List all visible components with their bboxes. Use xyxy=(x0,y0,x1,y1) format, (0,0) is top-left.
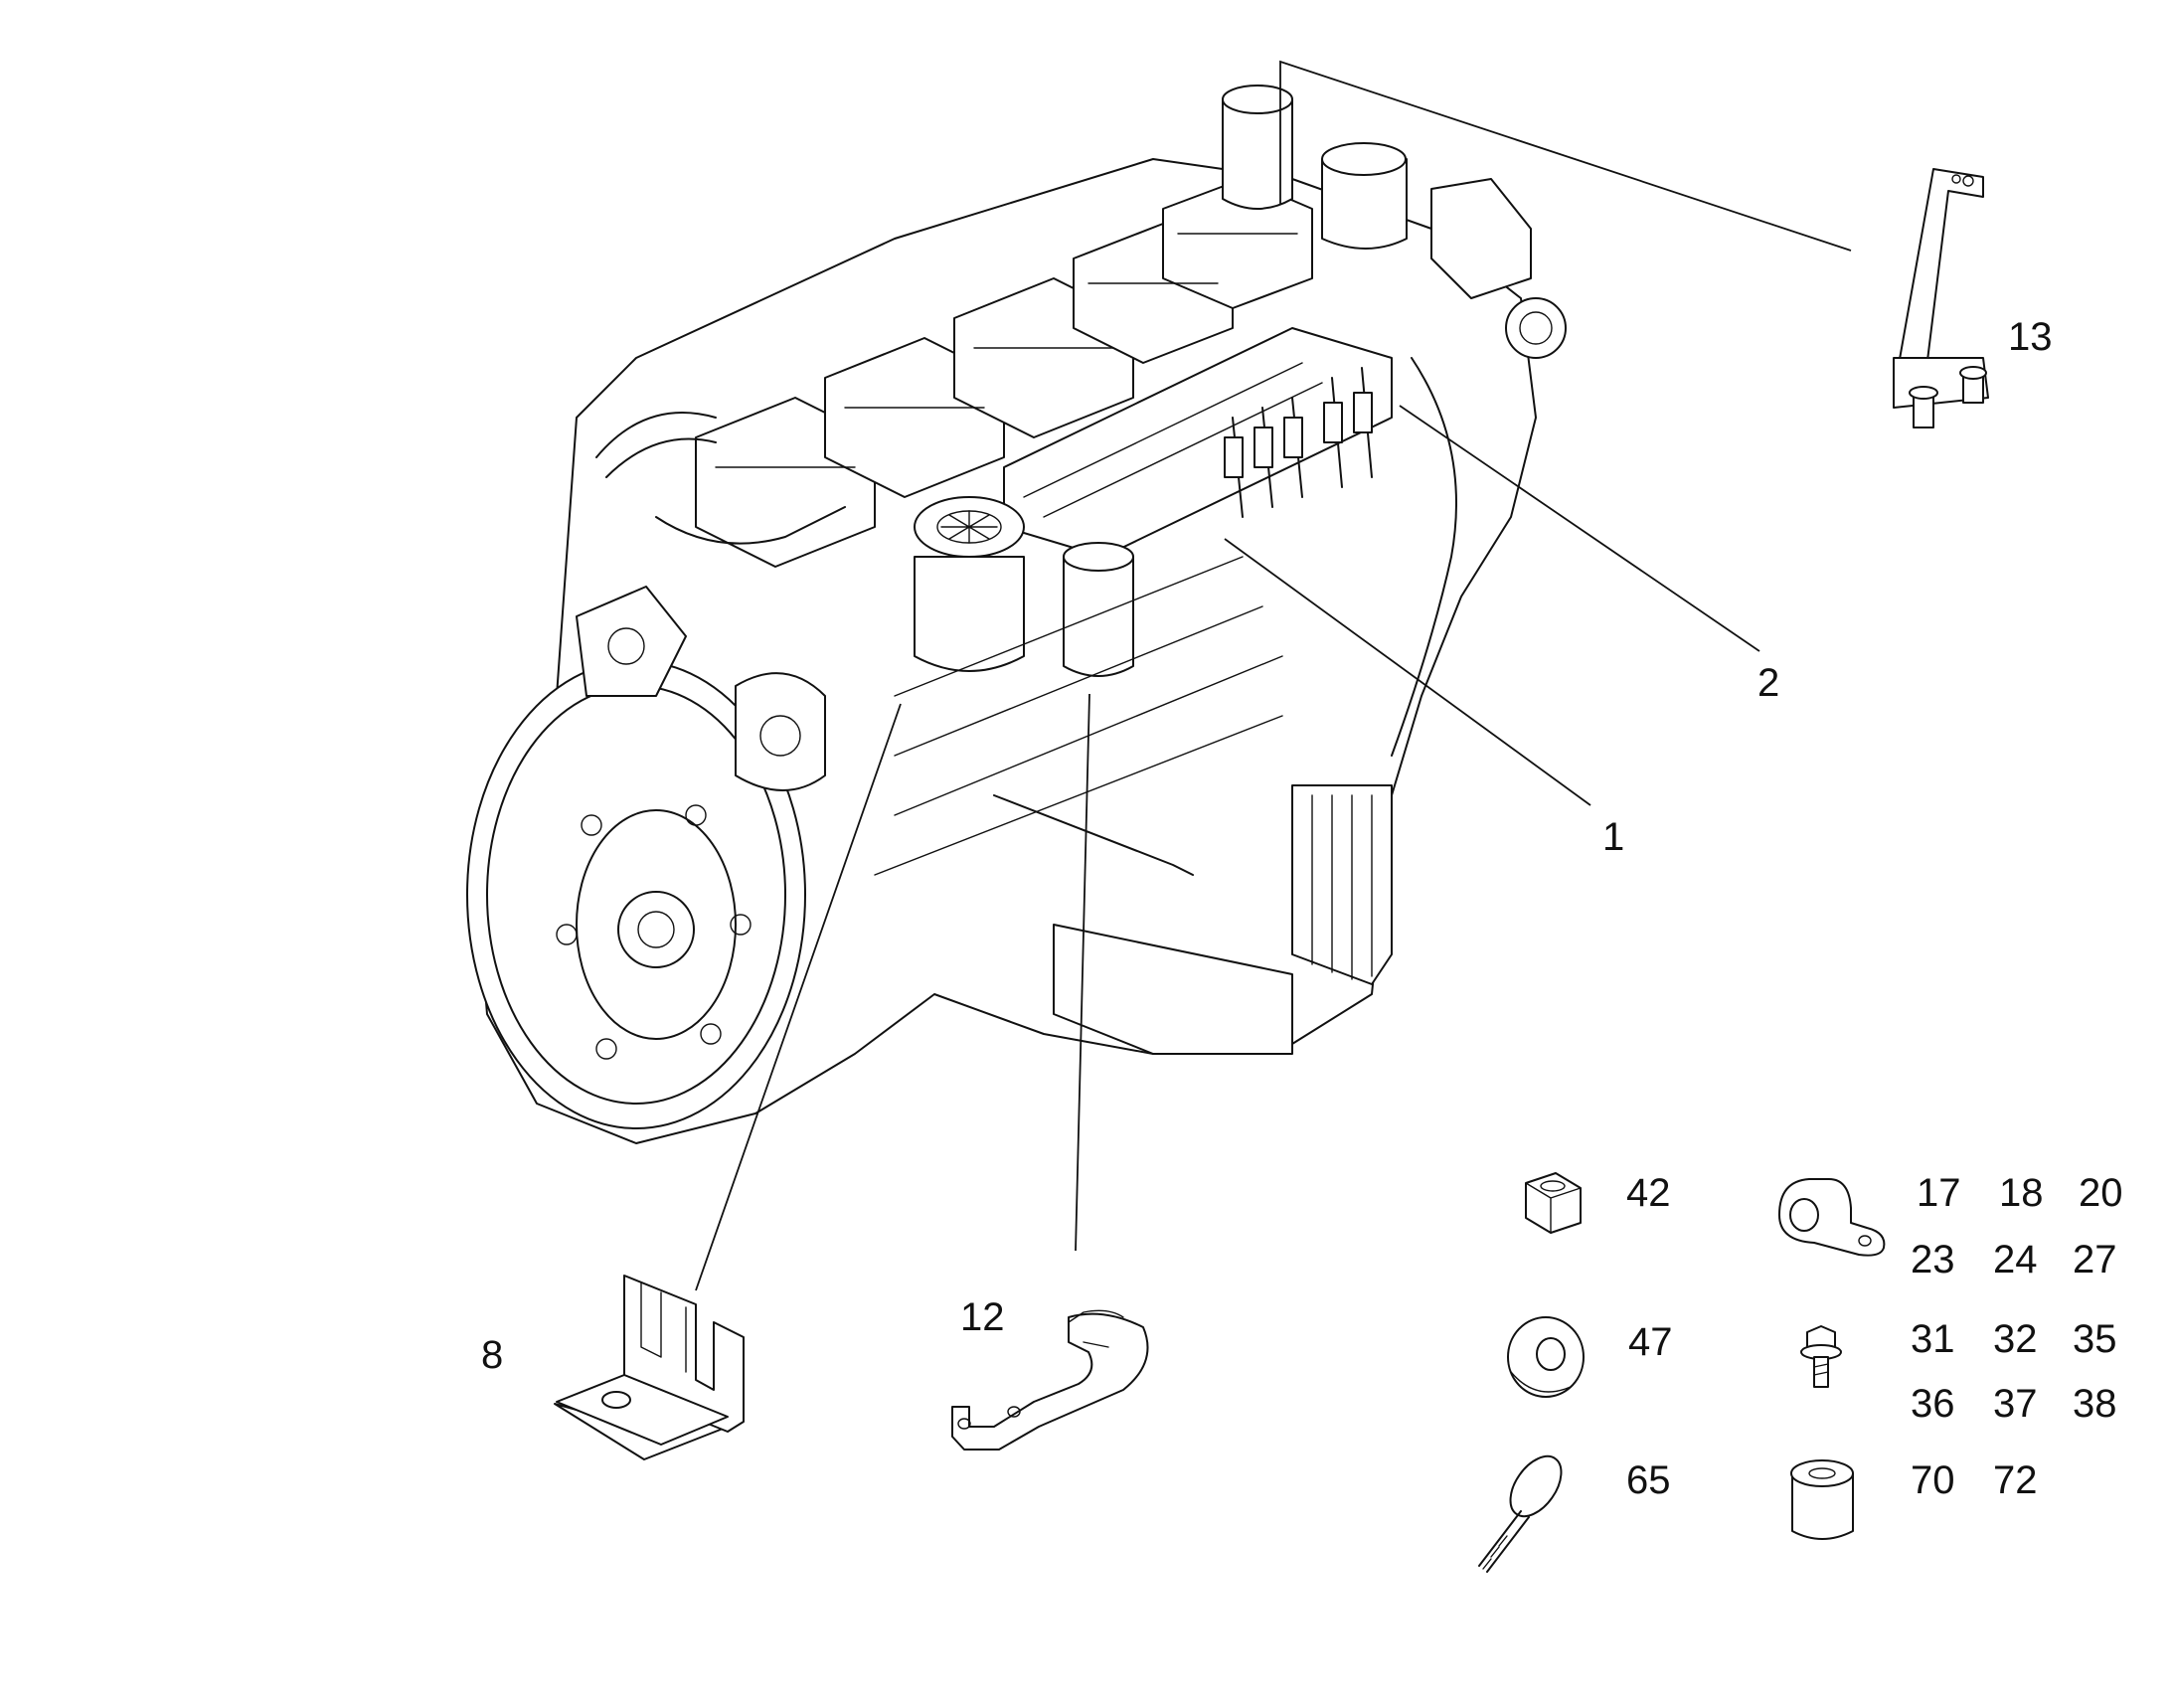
callout-72: 72 xyxy=(1993,1458,2038,1502)
callout-1: 1 xyxy=(1602,815,1624,859)
leader-lines xyxy=(695,60,1852,1291)
callout-18: 18 xyxy=(1999,1171,2044,1215)
engine-assembly-drawing xyxy=(466,85,1567,1144)
callout-35: 35 xyxy=(2073,1317,2117,1361)
callout-42: 42 xyxy=(1626,1171,1671,1215)
cable-tie-icon xyxy=(1478,1454,1563,1573)
flange-screw-icon xyxy=(1800,1325,1842,1388)
callout-17: 17 xyxy=(1917,1171,1961,1215)
mounting-bracket-icon xyxy=(1893,168,1989,428)
leader-2 xyxy=(1399,405,1760,652)
strap-bracket-icon xyxy=(951,1309,1149,1451)
washer-icon xyxy=(1507,1316,1585,1398)
filter-canisters xyxy=(1222,85,1567,359)
callout-20: 20 xyxy=(2079,1171,2123,1215)
callout-8: 8 xyxy=(481,1333,503,1377)
callout-36: 36 xyxy=(1911,1382,1955,1426)
fuel-filter xyxy=(1291,784,1393,985)
spacer-sleeve-icon xyxy=(1790,1459,1854,1540)
angle-bracket-icon xyxy=(554,1275,745,1460)
callout-12: 12 xyxy=(960,1295,1005,1339)
callout-65: 65 xyxy=(1626,1458,1671,1502)
callout-31: 31 xyxy=(1911,1317,1955,1361)
callout-2: 2 xyxy=(1757,661,1779,705)
callout-13: 13 xyxy=(2008,315,2053,359)
leader-12 xyxy=(1075,693,1090,1252)
injector-harness xyxy=(1224,367,1373,518)
callout-32: 32 xyxy=(1993,1317,2038,1361)
leader-8 xyxy=(695,703,902,1291)
oil-filter xyxy=(914,496,1134,677)
leader-13 xyxy=(1279,60,1852,252)
flywheel xyxy=(466,660,806,1129)
callout-27: 27 xyxy=(2073,1238,2117,1281)
callout-24: 24 xyxy=(1993,1238,2038,1281)
callout-37: 37 xyxy=(1993,1382,2038,1426)
callout-70: 70 xyxy=(1911,1458,1955,1502)
callout-23: 23 xyxy=(1911,1238,1955,1281)
leader-1 xyxy=(1224,538,1591,806)
callout-47: 47 xyxy=(1628,1320,1673,1364)
hex-nut-icon xyxy=(1525,1172,1582,1234)
callout-labels: 13 2 1 8 12 42 47 65 17 18 20 23 24 27 3… xyxy=(481,315,2123,1502)
callout-38: 38 xyxy=(2073,1382,2117,1426)
p-clip-icon xyxy=(1778,1178,1886,1257)
